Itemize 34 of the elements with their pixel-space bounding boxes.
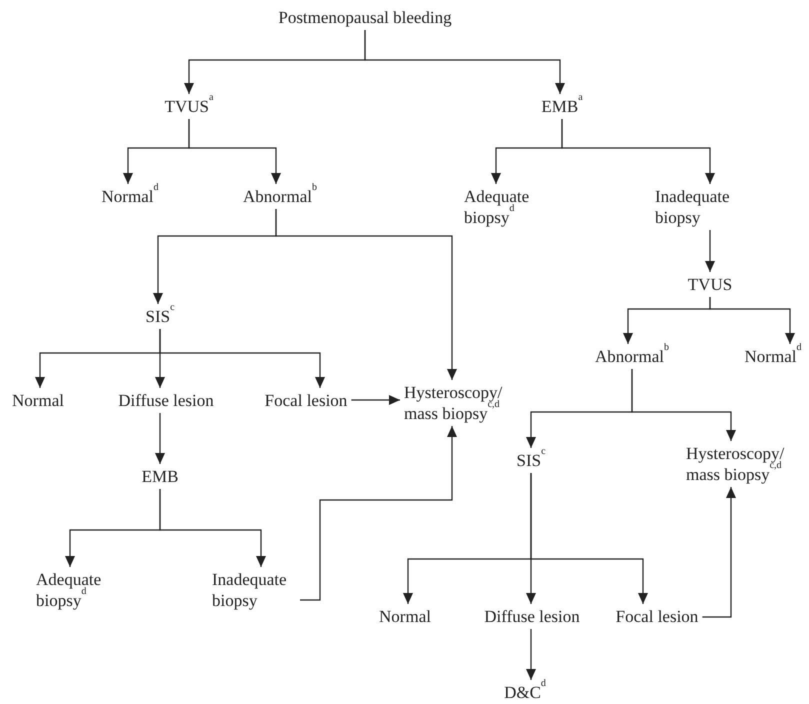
arrow xyxy=(561,119,715,184)
node-label: TVUS$^{a}$ xyxy=(164,96,214,117)
arrow xyxy=(364,30,565,94)
node-label: TVUS xyxy=(688,274,732,295)
node-label: Focal lesion xyxy=(264,390,348,411)
node-label: Diffuse lesion xyxy=(484,606,580,627)
arrow xyxy=(159,329,325,388)
arrow xyxy=(702,487,736,618)
node-label: EMB$^{a}$ xyxy=(541,96,583,117)
arrow xyxy=(159,489,266,567)
node-label: Hysteroscopy/ mass biopsy$^{c,d}$ xyxy=(404,382,516,424)
node-label: SIS$^{c}$ xyxy=(145,306,175,327)
node-label: Inadequate biopsy xyxy=(655,186,739,228)
node-label: Adequate biopsy$^{d}$ xyxy=(36,569,116,611)
arrow xyxy=(300,426,457,601)
arrow xyxy=(351,395,400,405)
arrow xyxy=(631,369,736,441)
node-label: Focal lesion xyxy=(616,606,698,627)
node-label: Diffuse lesion xyxy=(118,390,214,411)
arrow xyxy=(530,473,648,604)
arrow xyxy=(188,119,281,184)
node-label: Inadequate biopsy xyxy=(212,569,296,611)
node-label: Normal xyxy=(12,390,64,411)
node-label: Adequate biopsy$^{d}$ xyxy=(464,186,544,228)
arrow xyxy=(705,230,715,272)
node-label: Hysteroscopy/ mass biopsy$^{c,d}$ xyxy=(686,443,798,485)
arrow xyxy=(709,297,795,344)
node-label: SIS$^{c}$ xyxy=(516,450,546,471)
arrow xyxy=(526,629,536,680)
node-label: Normal xyxy=(379,606,431,627)
node-label: EMB xyxy=(142,466,178,487)
arrow xyxy=(155,413,165,464)
node-label: Postmenopausal bleeding xyxy=(278,7,452,28)
arrow xyxy=(275,209,457,380)
